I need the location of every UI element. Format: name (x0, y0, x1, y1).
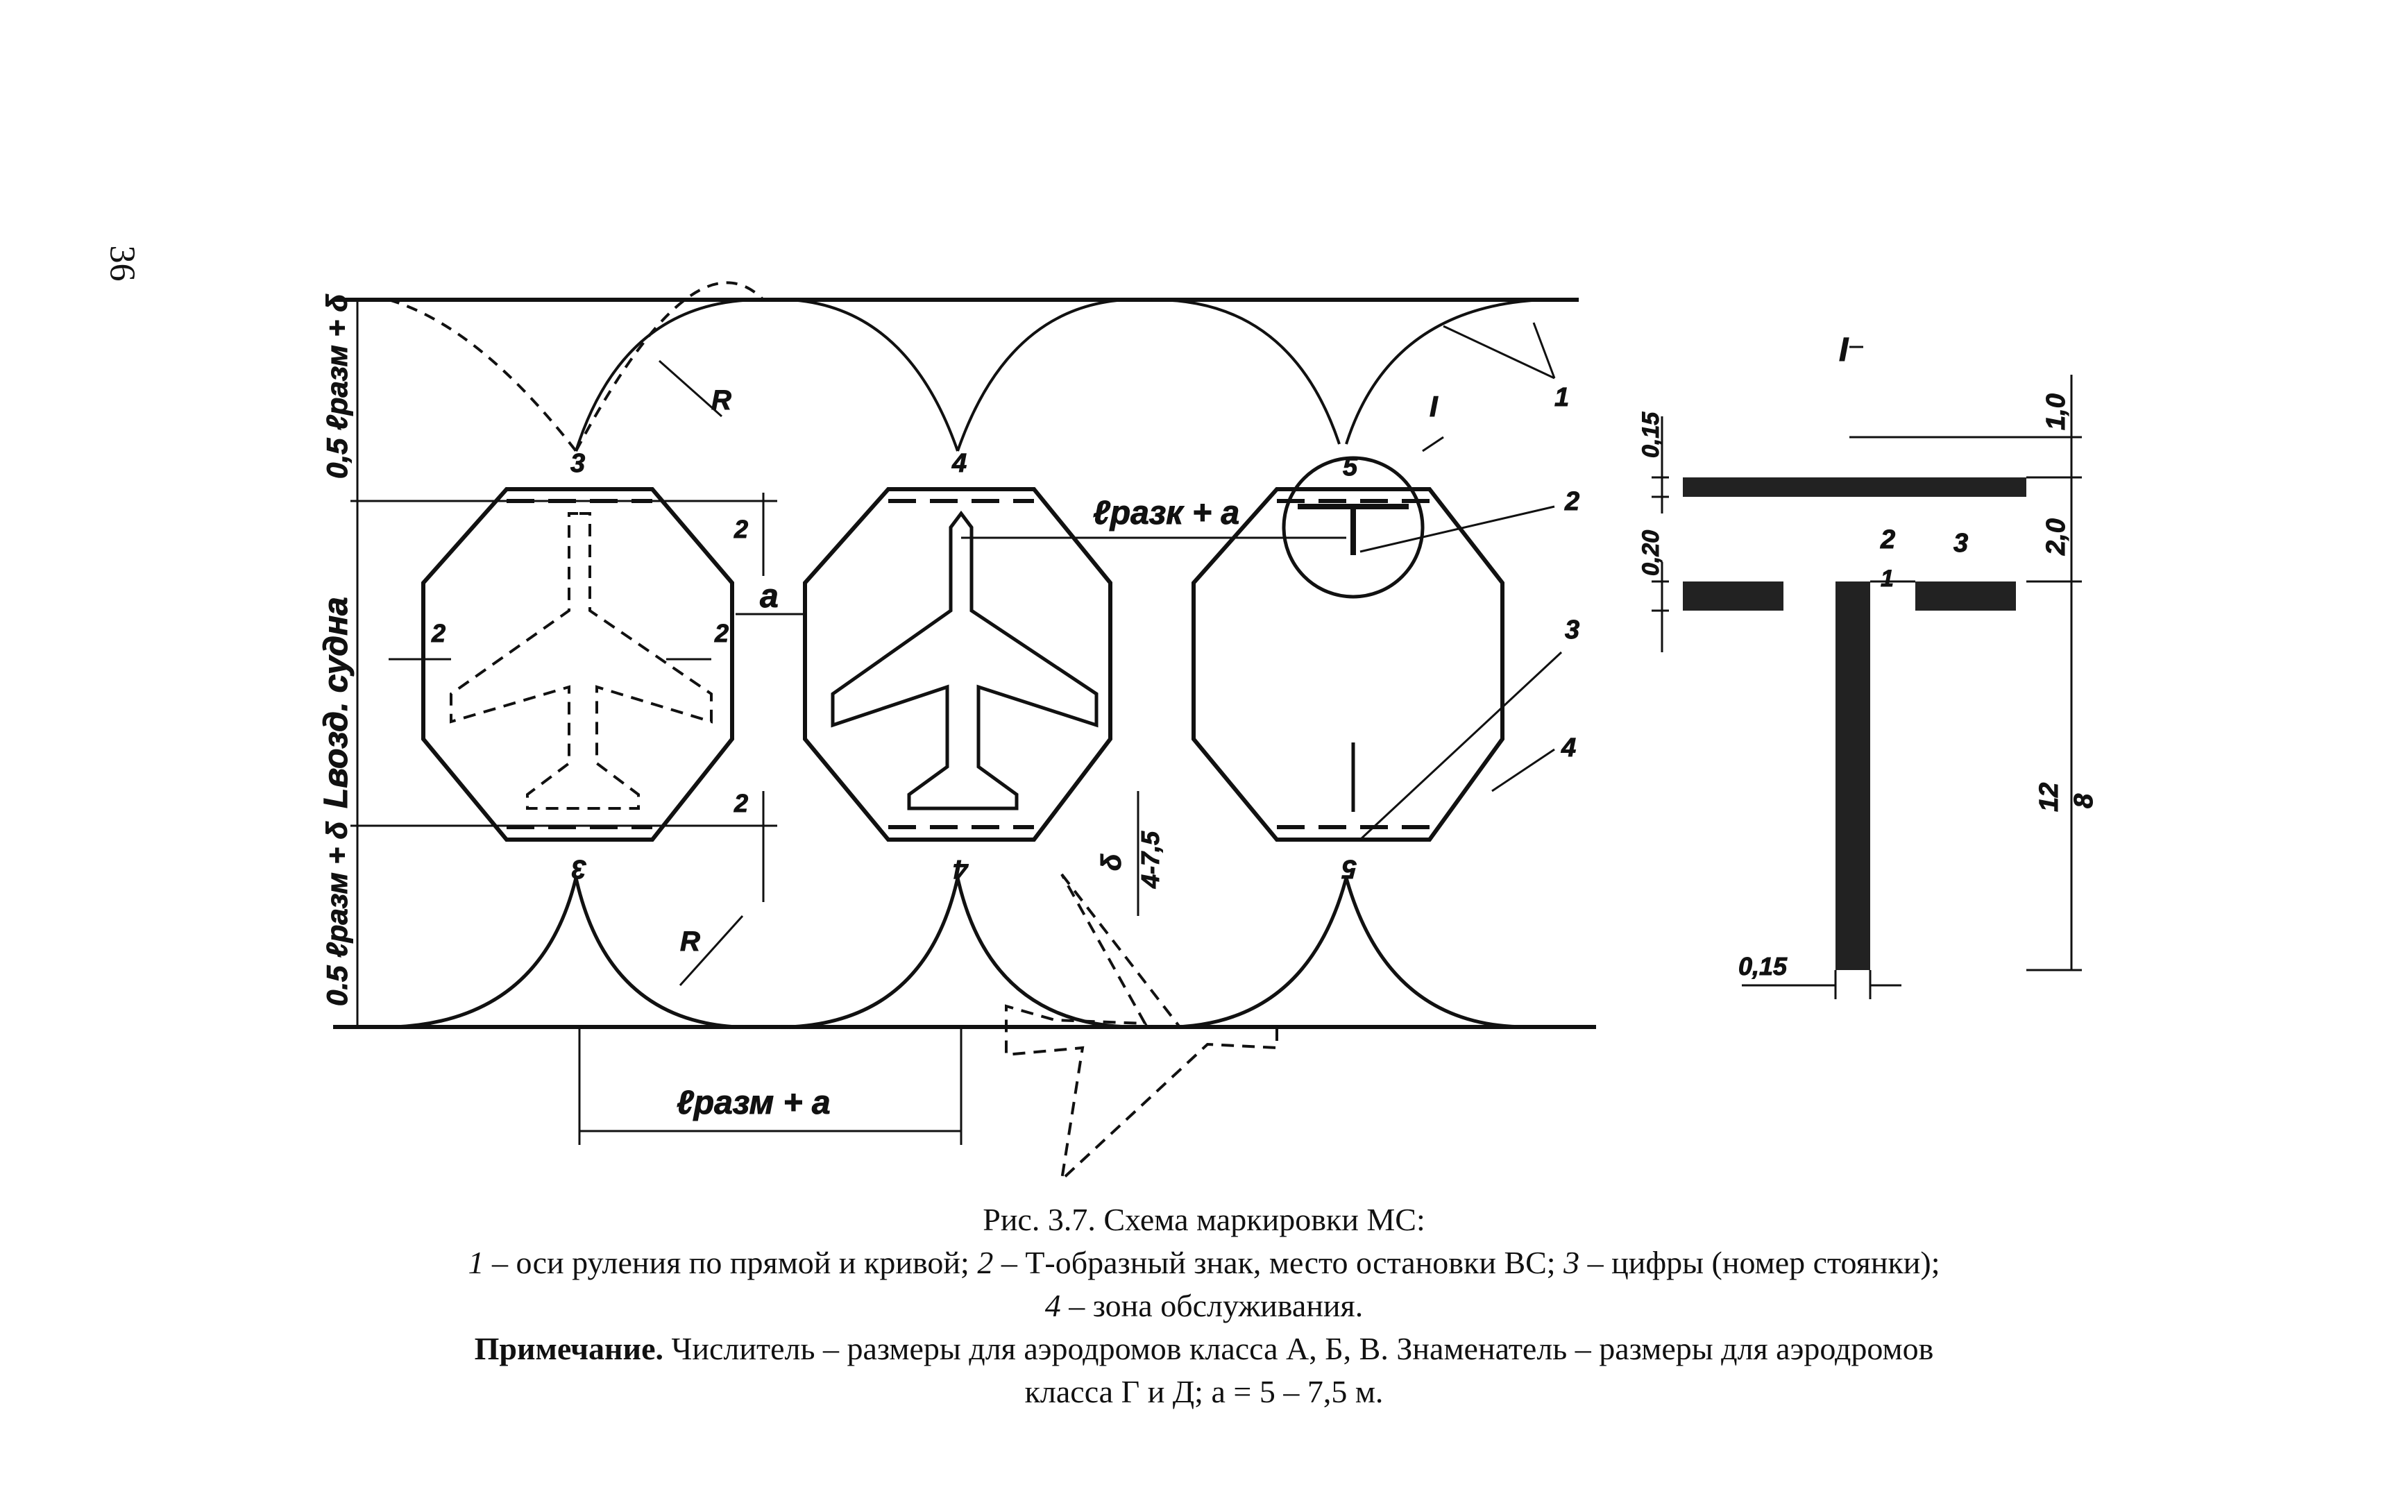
detail-dim-1: 1 (1881, 566, 1894, 592)
stand-zone-5 (1192, 456, 1504, 842)
detail-dim-3: 3 (1953, 529, 1968, 558)
figure-caption-title: Рис. 3.7. Схема маркировки МС: (0, 1199, 2408, 1241)
label-l-razm-a-top: ℓразк + a (1093, 495, 1239, 532)
taxi-arcs-bottom (395, 877, 1527, 1029)
label-dim-4-75: 4-7,5 (1136, 831, 1164, 889)
label-half-top: 0,5 ℓразм + δ (321, 294, 353, 479)
dimension-lines (356, 300, 1563, 1145)
note-text-2: класса Г и Д; а = 5 – 7,5 м. (1024, 1374, 1384, 1409)
label-R-top: R (711, 385, 731, 416)
label-dim-2-right: 2 (714, 619, 729, 647)
figure-caption-legend-1: 1 – оси руления по прямой и кривой; 2 – … (0, 1242, 2408, 1284)
label-l-bozd: Lвозд. судна (318, 597, 355, 808)
label-dim-2-left: 2 (431, 619, 446, 647)
detail-dim-2: 2 (1880, 525, 1895, 554)
aircraft-outline-3 (450, 512, 713, 810)
label-stand-5-bottom: 5 (1341, 854, 1357, 883)
caption-text-1: – оси руления по прямой и кривой; (484, 1245, 978, 1280)
aircraft-outline-4 (831, 510, 1099, 810)
detail-dim-12: 12 (2035, 783, 2064, 812)
label-l-razm-a-bottom: ℓразм + a (677, 1085, 831, 1121)
detail-I-title: I (1839, 332, 1849, 368)
detail-dim-10: 1,0 (2042, 393, 2071, 430)
note-label: Примечание. (474, 1331, 663, 1366)
label-dim-2-lower: 2 (734, 789, 748, 817)
label-a: a (760, 578, 779, 615)
callout-I-plan: I (1430, 390, 1439, 423)
stand-zone-4 (803, 487, 1112, 842)
callout-1: 1 (1554, 383, 1569, 412)
caption-title: Рис. 3.7. Схема маркировки МС: (983, 1202, 1425, 1237)
caption-num-2: 2 (977, 1245, 994, 1280)
label-delta: δ (1096, 853, 1127, 871)
callout-4: 4 (1561, 733, 1576, 763)
label-half-bottom: 0.5 ℓразм + δ (321, 821, 353, 1006)
label-stand-5-top: 5 (1343, 452, 1358, 482)
label-stand-4-top: 4 (951, 449, 967, 478)
detail-dim-015-bottom: 0,15 (1738, 952, 1788, 980)
caption-num-4: 4 (1044, 1288, 1061, 1323)
stand-zone-3 (421, 487, 734, 842)
detail-I-t-sign (1652, 346, 2082, 999)
detail-dim-015-top: 0,15 (1638, 411, 1664, 458)
label-R-bottom: R (680, 926, 700, 957)
figure-note-line-1: Примечание. Числитель – размеры для аэро… (0, 1328, 2408, 1370)
detail-dim-20: 2,0 (2042, 518, 2071, 556)
caption-text-3: – цифры (номер стоянки); (1579, 1245, 1940, 1280)
label-stand-3-top: 3 (570, 449, 585, 478)
callout-2: 2 (1564, 487, 1579, 516)
aircraft-outline-taxiing (1005, 873, 1278, 1184)
note-text: Числитель – размеры для аэродромов класс… (663, 1331, 1934, 1366)
figure-note-line-2: класса Г и Д; а = 5 – 7,5 м. (0, 1371, 2408, 1413)
label-stand-3-bottom: 3 (572, 854, 586, 883)
callout-3: 3 (1565, 615, 1579, 645)
caption-num-1: 1 (468, 1245, 484, 1280)
label-dim-2-upper: 2 (734, 515, 748, 543)
caption-text-4: – зона обслуживания. (1060, 1288, 1364, 1323)
figure-caption-legend-2: 4 – зона обслуживания. (0, 1285, 2408, 1327)
detail-dim-8: 8 (2069, 793, 2098, 808)
label-stand-4-bottom: 4 (953, 854, 969, 883)
detail-dim-020: 0,20 (1638, 530, 1664, 576)
caption-num-3: 3 (1563, 1245, 1580, 1280)
caption-text-2: – Т-образный знак, место остановки ВС; (993, 1245, 1564, 1280)
taxi-arcs-top (388, 281, 1579, 452)
